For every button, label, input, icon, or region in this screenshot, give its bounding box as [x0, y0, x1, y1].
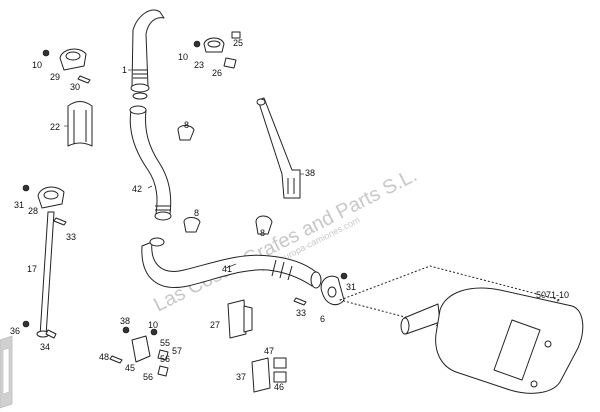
part-labels: 1 6 8 8 8 10 10 10 17 22 23 25 26 27 28 …	[10, 38, 569, 392]
part-42-middle-pipe	[129, 105, 172, 221]
label-10a: 10	[32, 60, 42, 70]
label-45: 45	[125, 363, 135, 373]
label-10c: 10	[148, 320, 158, 330]
label-26: 26	[212, 68, 222, 78]
part-8-clamps	[177, 125, 273, 235]
label-25: 25	[233, 38, 243, 48]
label-8b: 8	[194, 208, 199, 218]
label-8c: 8	[260, 228, 265, 238]
part-6-hanger	[293, 272, 348, 306]
muffler	[339, 265, 584, 394]
label-28: 28	[28, 206, 38, 216]
part-29-bracket	[42, 48, 91, 84]
label-48: 48	[99, 352, 109, 362]
label-56a: 56	[160, 354, 170, 364]
label-38b: 38	[305, 168, 315, 178]
label-6: 6	[320, 314, 325, 324]
part-27-block	[227, 299, 253, 339]
label-46: 46	[274, 382, 284, 392]
label-34: 34	[40, 342, 50, 352]
part-1-upper-pipe	[130, 9, 165, 100]
label-56b: 56	[143, 372, 153, 382]
part-38-bracket	[256, 97, 301, 199]
label-31a: 31	[14, 200, 24, 210]
part-22-sleeve	[67, 101, 93, 147]
label-37: 37	[236, 372, 246, 382]
label-29: 29	[50, 72, 60, 82]
label-30: 30	[70, 82, 80, 92]
label-38a: 38	[120, 316, 130, 326]
label-reference: 5071-10	[536, 290, 569, 300]
label-33a: 33	[66, 232, 76, 242]
label-47: 47	[264, 346, 274, 356]
label-1: 1	[122, 65, 127, 75]
part-23-clamp	[193, 31, 241, 69]
part-41-lower-pipe	[141, 237, 322, 289]
part-28-17-strut	[22, 184, 67, 339]
label-33b: 33	[296, 308, 306, 318]
label-55: 55	[160, 338, 170, 348]
label-17: 17	[27, 264, 37, 274]
label-22: 22	[50, 122, 60, 132]
label-31b: 31	[346, 282, 356, 292]
label-27: 27	[210, 320, 220, 330]
leader-lines	[64, 69, 304, 269]
part-45-small-bracket	[109, 326, 169, 377]
label-57: 57	[172, 346, 182, 356]
label-23: 23	[194, 60, 204, 70]
label-10b: 10	[178, 52, 188, 62]
label-36: 36	[10, 326, 20, 336]
logo-mark	[0, 335, 13, 409]
part-37-block	[251, 357, 287, 393]
label-8a: 8	[184, 120, 189, 130]
label-41: 41	[222, 264, 232, 274]
label-42: 42	[132, 184, 142, 194]
